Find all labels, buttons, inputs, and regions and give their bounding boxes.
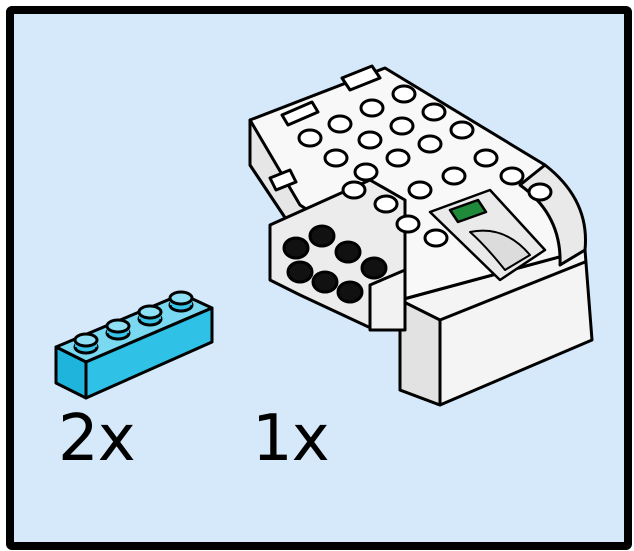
hub-quantity-label: 1x: [252, 402, 330, 476]
brick-1x4-icon: [54, 290, 214, 400]
brick-quantity-label: 2x: [58, 402, 136, 476]
status-light-icon: [448, 198, 488, 224]
hub-icon: [248, 64, 594, 407]
